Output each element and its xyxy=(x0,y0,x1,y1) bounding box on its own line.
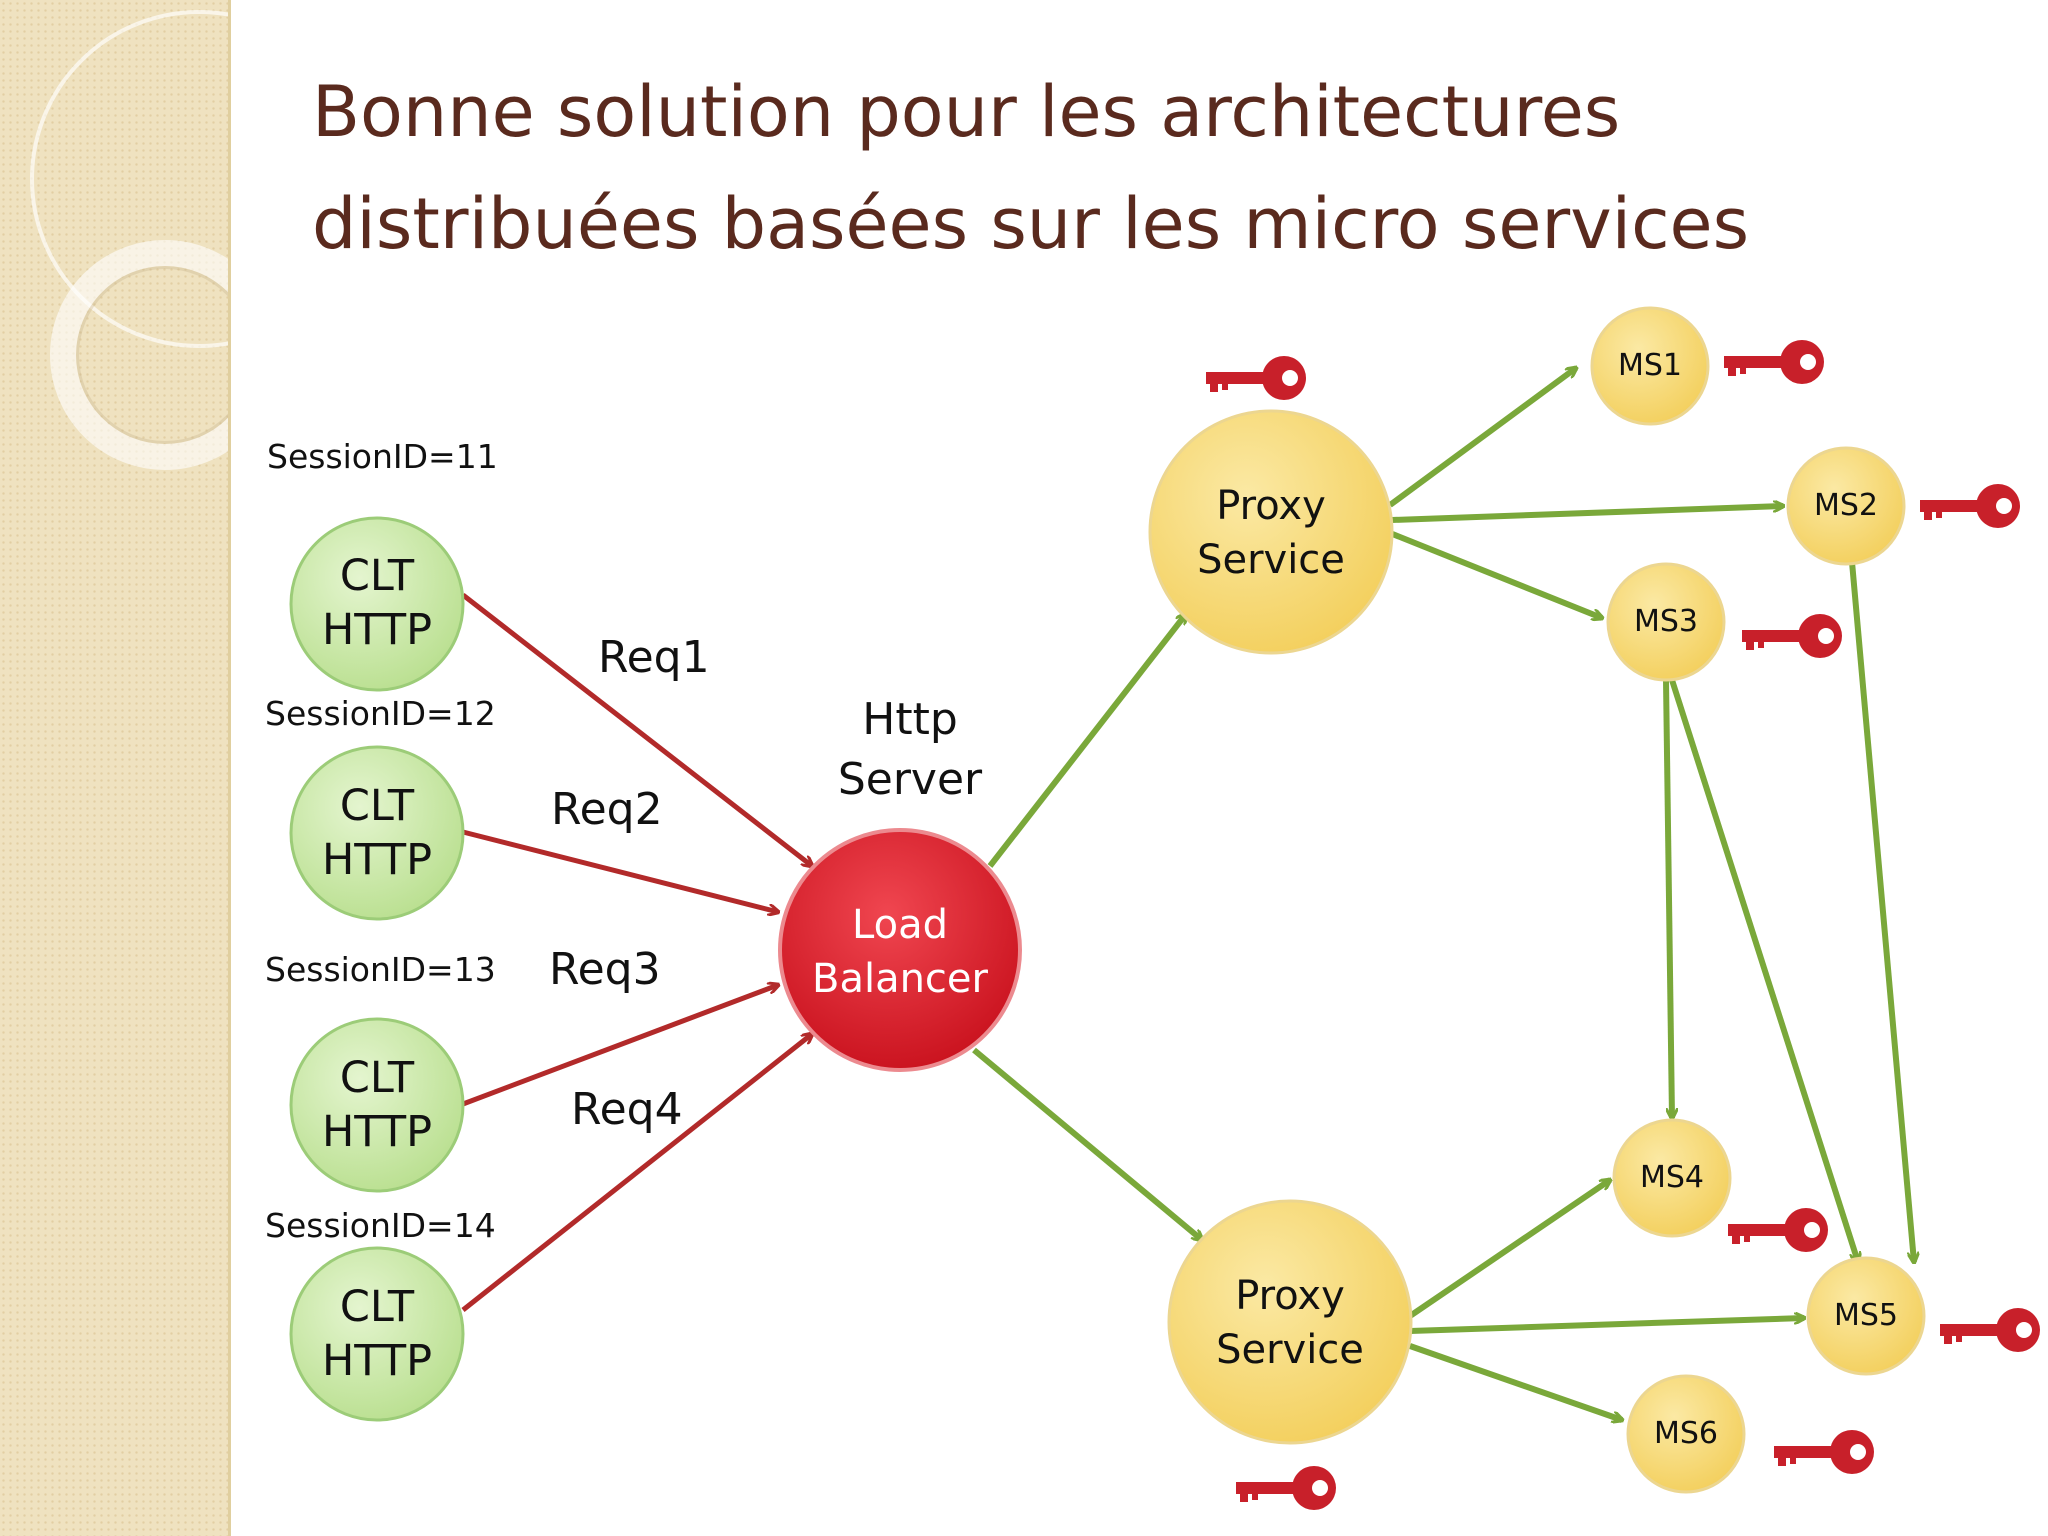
client-label-1: CLT HTTP xyxy=(321,551,433,655)
proxy2-to-ms5-arrow xyxy=(1409,1318,1804,1334)
http-server-label: Http Server xyxy=(837,694,983,805)
proxy-service-label-2: Proxy Service xyxy=(1216,1273,1364,1373)
key-icon xyxy=(1774,1430,1874,1474)
request-arrow-2 xyxy=(462,829,778,912)
client-label-2: CLT HTTP xyxy=(321,781,433,885)
ms5-label: MS5 xyxy=(1833,1298,1898,1333)
proxy1-to-ms2-arrow xyxy=(1391,506,1783,523)
proxy-service-label-1: Proxy Service xyxy=(1197,483,1345,583)
title-line-2: distribuées basées sur les micro service… xyxy=(312,183,1750,265)
key-icon xyxy=(1724,340,1824,384)
ms1-node xyxy=(1590,306,1710,426)
decorative-sidebar xyxy=(0,0,231,1536)
request-label-3: Req3 xyxy=(549,944,661,995)
ms2-label: MS2 xyxy=(1813,488,1878,523)
request-arrow-4 xyxy=(461,1034,812,1312)
key-icon xyxy=(1940,1308,2040,1352)
lb-to-proxy-2-arrow xyxy=(972,1047,1202,1240)
proxy-service-node-2 xyxy=(1167,1199,1413,1445)
ms3-to-ms4-arrow xyxy=(1663,679,1672,1118)
ms4-label: MS4 xyxy=(1639,1160,1704,1195)
key-icon xyxy=(1920,484,2020,528)
client-label-4: CLT HTTP xyxy=(321,1282,433,1386)
slide-title: Bonne solution pour les architectures di… xyxy=(312,56,2012,280)
title-line-1: Bonne solution pour les architectures xyxy=(312,71,1621,153)
load-balancer-label: Load Balancer xyxy=(812,902,988,1002)
request-label-2: Req2 xyxy=(551,784,663,835)
key-icon xyxy=(1728,1208,1828,1252)
request-label-4: Req4 xyxy=(571,1084,683,1135)
session-label-3: SessionID=13 xyxy=(265,950,496,989)
client-node-1 xyxy=(289,516,465,692)
ms3-to-ms5-arrow xyxy=(1669,679,1858,1262)
session-label-4: SessionID=14 xyxy=(265,1206,496,1245)
proxy1-to-ms3-arrow xyxy=(1388,530,1602,618)
proxy2-to-ms6-arrow xyxy=(1409,1343,1622,1420)
client-label-3: CLT HTTP xyxy=(321,1053,433,1157)
ms2-node xyxy=(1786,446,1906,566)
request-arrow-1 xyxy=(461,593,812,866)
key-icon xyxy=(1236,1466,1336,1510)
ms5-node xyxy=(1806,1256,1926,1376)
request-label-1: Req1 xyxy=(598,632,710,683)
ms2-to-ms5-arrow xyxy=(1849,561,1914,1262)
ms3-node xyxy=(1606,562,1726,682)
lb-to-proxy-1-arrow xyxy=(987,614,1186,868)
ms6-node xyxy=(1626,1374,1746,1494)
load-balancer-node xyxy=(778,828,1022,1072)
ms1-label: MS1 xyxy=(1617,348,1682,383)
proxy1-to-ms1-arrow xyxy=(1388,368,1576,508)
session-label-1: SessionID=11 xyxy=(267,437,498,476)
key-icon xyxy=(1742,614,1842,658)
request-arrow-3 xyxy=(462,985,778,1107)
client-node-4 xyxy=(289,1246,465,1422)
ms4-node xyxy=(1612,1118,1732,1238)
proxy-service-node-1 xyxy=(1148,409,1394,655)
proxy2-to-ms4-arrow xyxy=(1408,1180,1610,1319)
client-node-3 xyxy=(289,1017,465,1193)
ms3-label: MS3 xyxy=(1633,604,1698,639)
ms6-label: MS6 xyxy=(1653,1416,1718,1451)
session-label-2: SessionID=12 xyxy=(265,694,496,733)
client-node-2 xyxy=(289,745,465,921)
key-icon xyxy=(1206,356,1306,400)
